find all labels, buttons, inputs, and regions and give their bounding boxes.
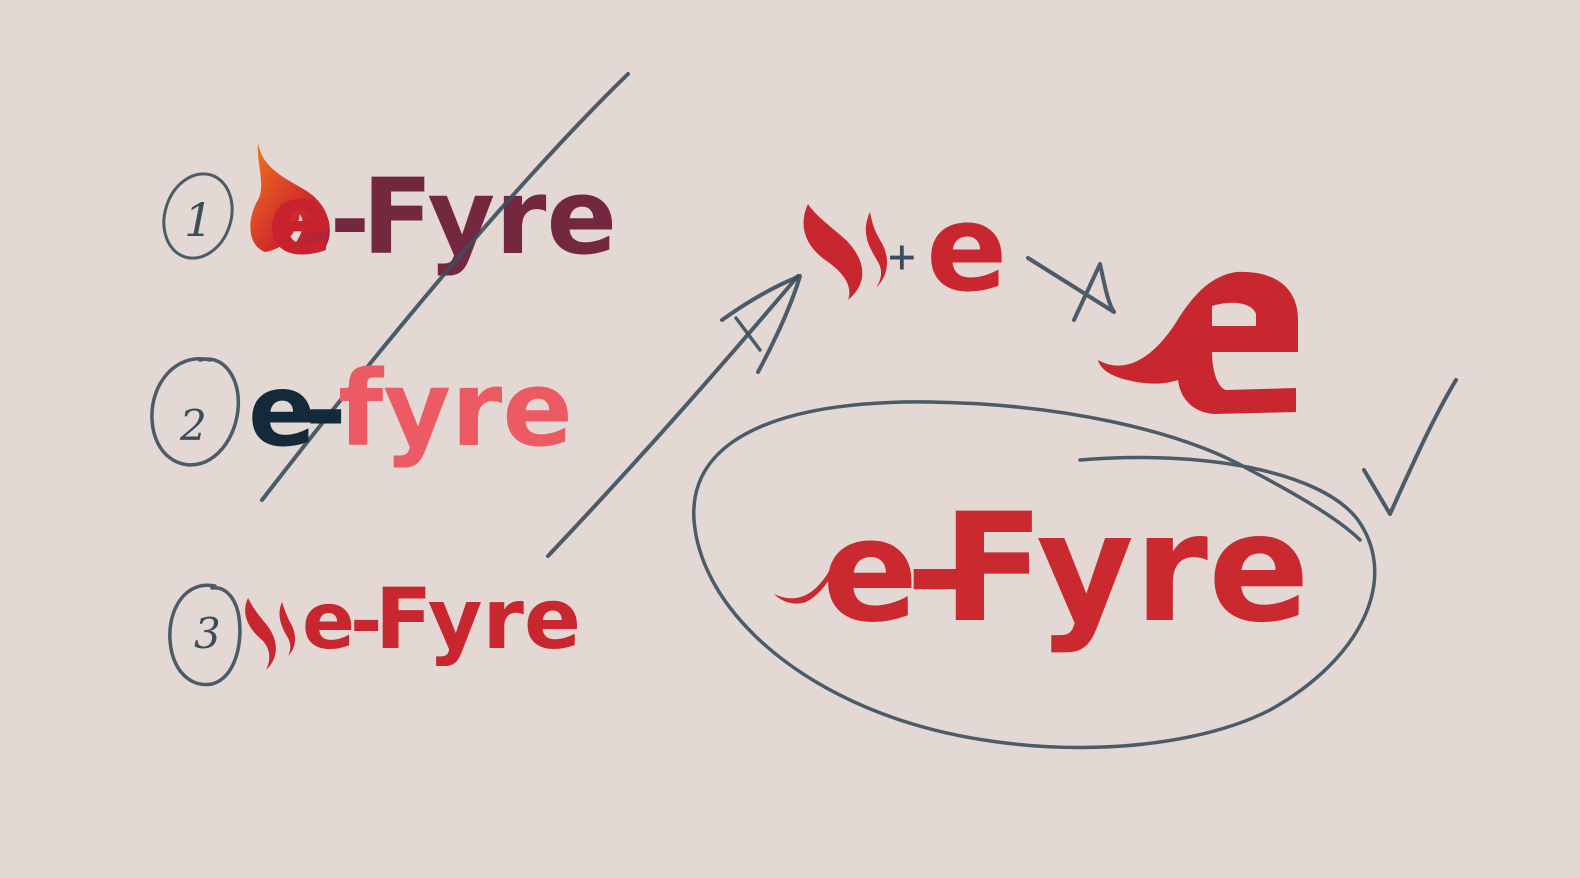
flame-icon bbox=[250, 143, 330, 252]
option-3-number: 3 bbox=[194, 609, 221, 658]
derivation-e: e bbox=[926, 180, 1007, 319]
option-1-strike bbox=[260, 72, 630, 502]
option-2-number-circle bbox=[150, 357, 240, 467]
option-3-number-circle bbox=[168, 583, 242, 687]
plus-sign: + bbox=[888, 229, 916, 283]
flame-wisps-icon-large bbox=[803, 204, 887, 300]
checkmark-icon bbox=[1362, 378, 1458, 516]
final-logo: e - Fyre bbox=[692, 378, 1458, 750]
final-swoosh bbox=[774, 544, 858, 604]
option-2-hyphen: - bbox=[305, 352, 347, 469]
option-3-wordmark: Fyre bbox=[375, 570, 581, 668]
option-1-number: 1 bbox=[184, 193, 213, 247]
option-2-e: e bbox=[248, 352, 316, 469]
arrow-to-derivation bbox=[546, 274, 802, 558]
option-3-hyphen: - bbox=[350, 577, 382, 667]
option-1-number-circle bbox=[162, 172, 234, 260]
option-3: 3 e - Fyre bbox=[168, 570, 581, 687]
result-e bbox=[1098, 271, 1298, 414]
final-e: e bbox=[822, 489, 918, 654]
option-2: 2 e - fyre bbox=[150, 348, 573, 470]
flame-wisps-icon bbox=[245, 598, 295, 670]
option-1: 1 e - Fyre bbox=[162, 72, 630, 502]
option-2-number: 2 bbox=[179, 401, 207, 450]
option-1-e: e bbox=[268, 164, 333, 276]
final-hyphen: - bbox=[906, 489, 965, 654]
option-3-e: e bbox=[302, 577, 355, 667]
arrow-to-result bbox=[1026, 256, 1116, 322]
option-1-wordmark: Fyre bbox=[362, 156, 617, 278]
derivation: + e bbox=[803, 180, 1298, 414]
selection-circle bbox=[692, 400, 1377, 750]
final-wordmark: Fyre bbox=[942, 482, 1310, 656]
option-2-wordmark: fyre bbox=[338, 348, 573, 470]
option-1-hyphen: - bbox=[330, 164, 370, 276]
